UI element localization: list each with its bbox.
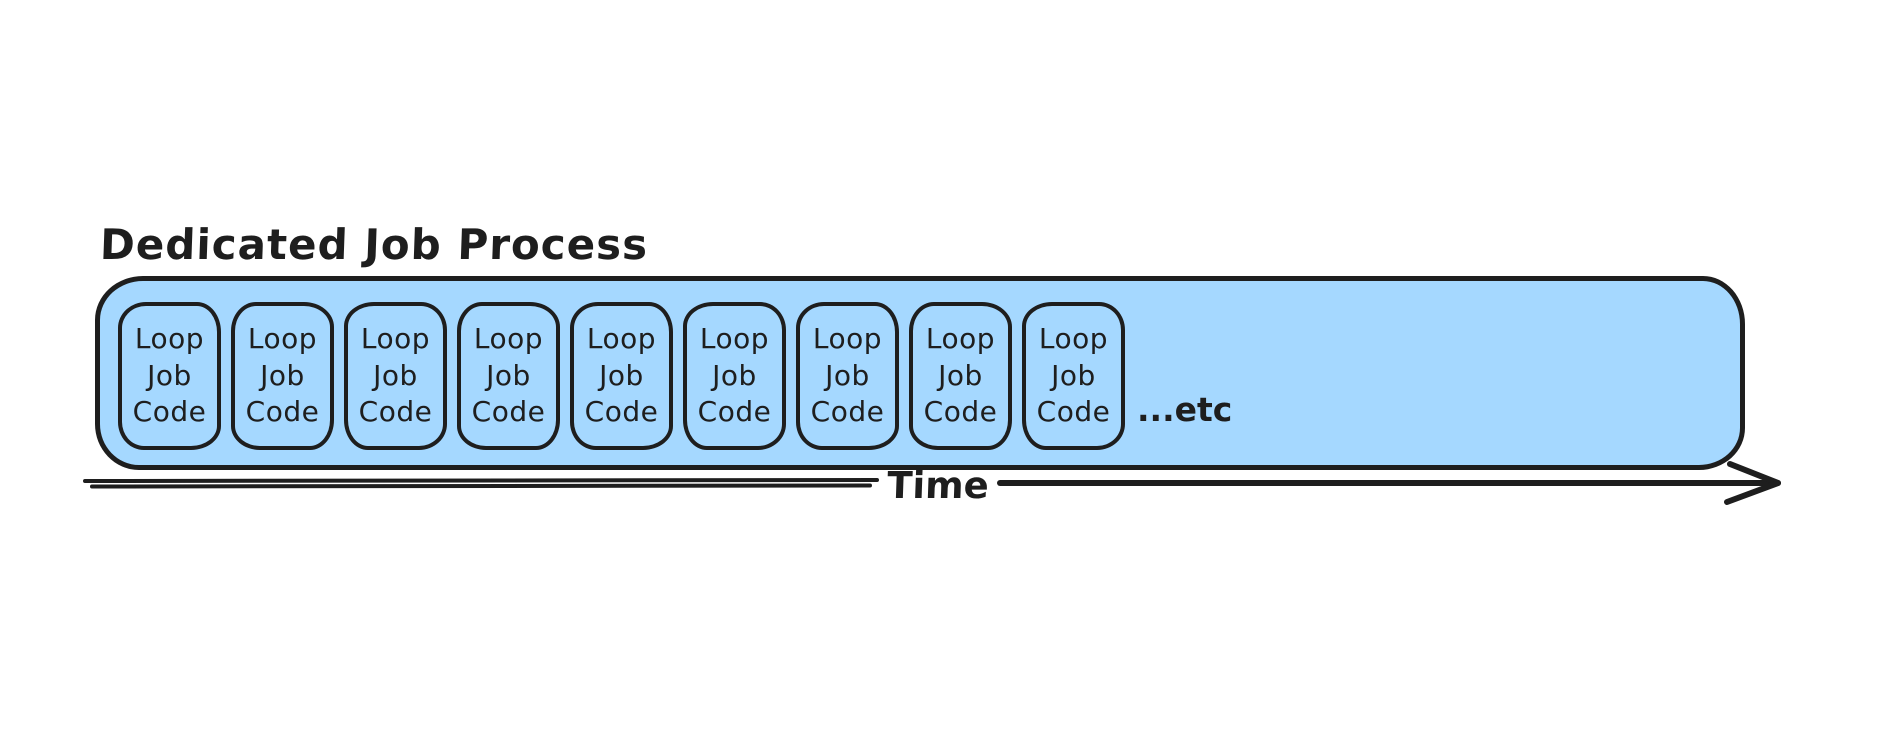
job-box-line: Code <box>923 395 998 429</box>
job-box-line: Code <box>132 395 207 429</box>
job-box-line: Job <box>373 358 418 392</box>
job-box-line: Loop <box>812 321 883 355</box>
job-box-line: Code <box>697 395 772 429</box>
job-box-line: Loop <box>247 321 318 355</box>
job-box-line: Code <box>245 395 320 429</box>
job-box-line: Job <box>147 358 192 392</box>
job-box-line: Code <box>1036 395 1111 429</box>
job-box-line: Job <box>486 358 531 392</box>
process-title: Dedicated Job Process <box>99 220 650 269</box>
job-box-line: Job <box>712 358 757 392</box>
etc-label: ...etc <box>1137 390 1233 429</box>
job-box-line: Job <box>599 358 644 392</box>
job-box-line: Job <box>825 358 870 392</box>
job-box-line: Code <box>471 395 546 429</box>
time-axis-label: Time <box>886 464 990 507</box>
job-box-line: Loop <box>134 321 205 355</box>
job-box-line: Job <box>938 358 983 392</box>
job-box-line: Code <box>584 395 659 429</box>
job-box-line: Loop <box>925 321 996 355</box>
time-axis-arrow-icon <box>83 461 1781 505</box>
job-box-line: Job <box>1051 358 1096 392</box>
job-box-line: Loop <box>473 321 544 355</box>
job-box-line: Code <box>358 395 433 429</box>
job-box-line: Job <box>260 358 305 392</box>
job-box-line: Loop <box>699 321 770 355</box>
job-box-line: Loop <box>1038 321 1109 355</box>
job-box-line: Loop <box>586 321 657 355</box>
job-box-line: Code <box>810 395 885 429</box>
job-box-line: Loop <box>360 321 431 355</box>
